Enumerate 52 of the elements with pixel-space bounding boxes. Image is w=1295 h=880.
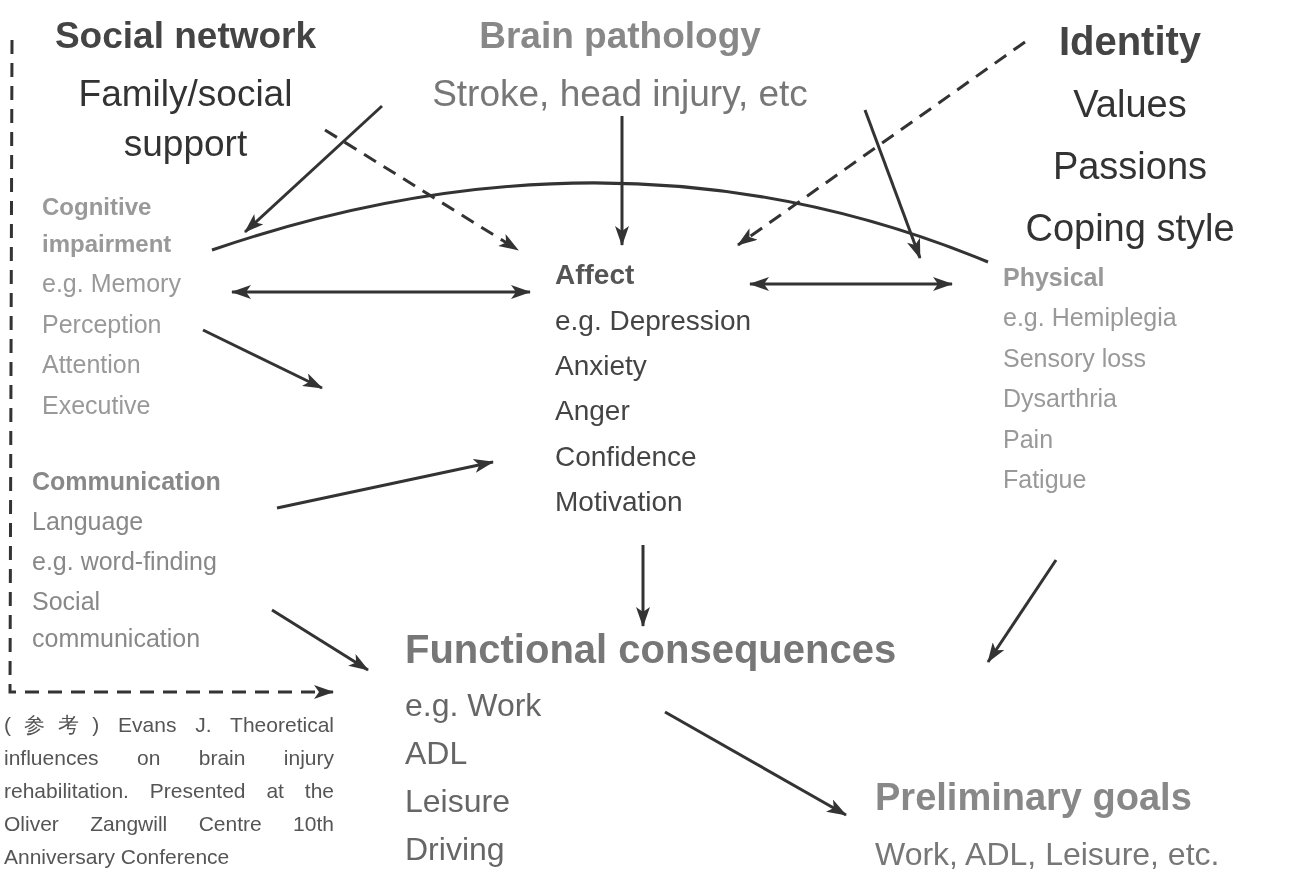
list-item: Motivation xyxy=(555,485,683,517)
list-item: Coping style xyxy=(1025,207,1235,249)
arrow xyxy=(986,559,1058,663)
list-item: Anxiety xyxy=(555,350,647,382)
heading: Cognitive impairment xyxy=(42,192,173,259)
heading: Brain pathology xyxy=(479,15,761,56)
arrow xyxy=(202,328,323,390)
reference-note: (参考) Evans J. Theoretical influences on brain injury rehabilitation. Presented at the Oliver Zangwill Centre 10th Anniversary Conference xyxy=(4,712,334,870)
list-item: Pain xyxy=(1003,424,1054,453)
arrow xyxy=(664,710,847,817)
list-item: e.g. Hemiplegia xyxy=(1003,303,1177,331)
arrow xyxy=(636,545,650,627)
list-item: Passions xyxy=(1052,145,1208,187)
body-text: Stroke, head injury, etc xyxy=(432,73,808,114)
arrow xyxy=(615,116,629,246)
list-item: e.g. Memory xyxy=(42,269,181,297)
list-item: Sensory loss xyxy=(1003,343,1147,372)
list-item: e.g. word-finding xyxy=(32,546,217,577)
arrow xyxy=(749,277,953,291)
heading: Social network xyxy=(54,15,317,56)
list-item: Fatigue xyxy=(1003,465,1087,493)
arrow xyxy=(324,128,519,252)
list-item: Executive xyxy=(42,390,151,419)
arrow xyxy=(244,104,383,234)
arrow xyxy=(863,109,922,259)
list-item: ADL xyxy=(405,735,468,771)
list-item: Confidence xyxy=(555,440,697,472)
arrow xyxy=(231,285,531,299)
arrow xyxy=(8,40,334,699)
heading: Identity xyxy=(1058,19,1202,63)
heading: Preliminary goals xyxy=(875,776,1192,818)
list-item: Dysarthria xyxy=(1003,384,1117,412)
connector-line xyxy=(211,181,989,264)
arrow xyxy=(271,608,369,672)
heading: Physical xyxy=(1003,263,1105,291)
list-item: Perception xyxy=(42,309,162,338)
list-item: Attention xyxy=(42,350,141,378)
arrow xyxy=(737,40,1026,247)
list-item: Language xyxy=(32,506,144,537)
list-item: Anger xyxy=(555,395,630,427)
body-text: Work, ADL, Leisure, etc. xyxy=(875,836,1220,872)
list-item: Values xyxy=(1073,83,1187,125)
list-item: e.g. Depression xyxy=(555,305,752,336)
heading: Affect xyxy=(555,259,635,290)
list-item: Social communication xyxy=(32,586,202,654)
list-item: e.g. Work xyxy=(405,687,542,723)
heading: Functional consequences xyxy=(405,627,897,671)
list-item: Driving xyxy=(405,831,505,867)
heading: Communication xyxy=(32,467,221,495)
body-text: Family/social support xyxy=(77,72,294,166)
arrow xyxy=(276,459,494,510)
list-item: Leisure xyxy=(405,783,510,819)
